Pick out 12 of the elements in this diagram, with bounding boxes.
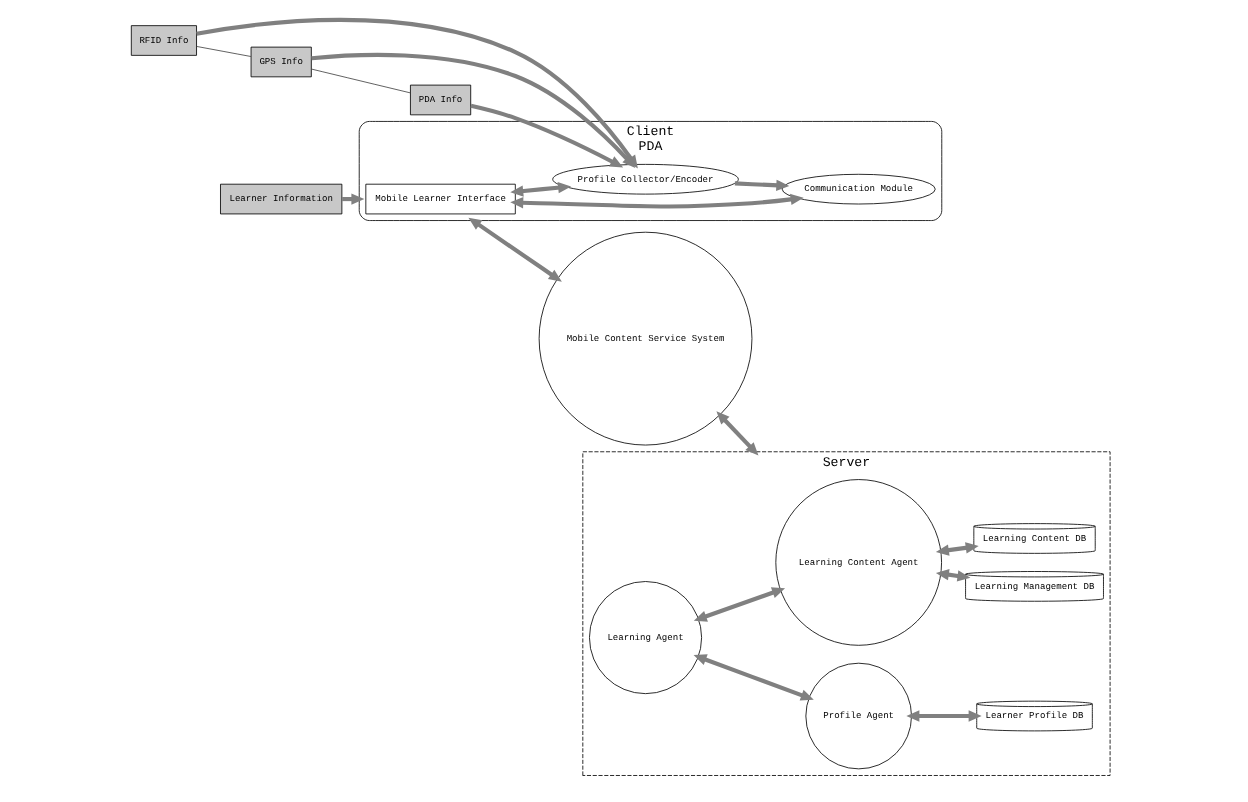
- arrow: [693, 654, 814, 701]
- arrow: [734, 179, 790, 192]
- arrow: [906, 710, 982, 722]
- connector: [196, 46, 252, 57]
- arrow: [935, 542, 979, 556]
- connector: [311, 68, 411, 94]
- arrow: [468, 217, 562, 282]
- arrow: [693, 587, 786, 622]
- arrow: [716, 411, 759, 456]
- arrow: [510, 182, 572, 197]
- arrow: [510, 193, 804, 209]
- arrow: [470, 103, 624, 168]
